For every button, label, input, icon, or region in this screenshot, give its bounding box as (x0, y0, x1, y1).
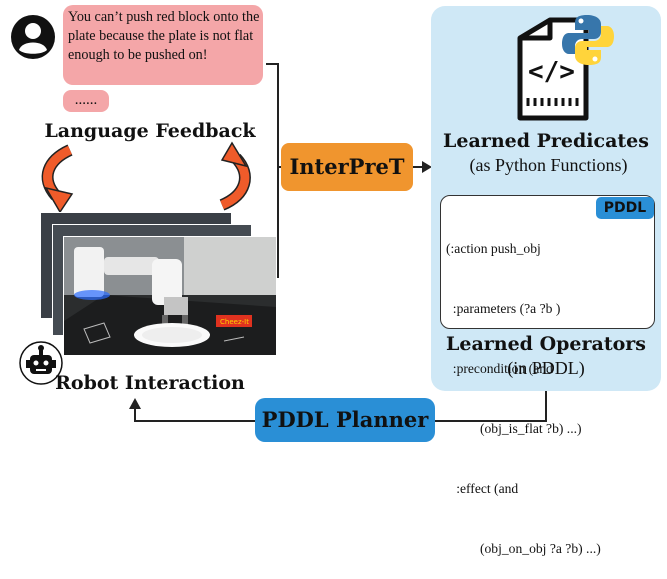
cycle-arrow-icon-right (219, 141, 251, 211)
feedback-bubble (63, 5, 263, 85)
cycle-arrow-icon-left (41, 144, 74, 214)
user-icon (11, 15, 55, 59)
pddl-line: (obj_is_flat ?b) ...) (446, 421, 582, 436)
pddl-line: (:action push_obj (446, 241, 541, 256)
pddl-planner-box: PDDL Planner (255, 398, 435, 442)
connector-layer (41, 63, 547, 422)
cheez-it-label: Cheez-It (220, 318, 249, 326)
learned-predicates-subtitle: (as Python Functions) (469, 155, 628, 175)
feedback-message: You can’t push red block onto the plate … (68, 9, 260, 63)
python-logo-icon (562, 15, 614, 65)
language-feedback-title: Language Feedback (44, 120, 256, 142)
pddl-line: :effect (and (446, 481, 519, 496)
pddl-line: :parameters (?a ?b ) (446, 301, 561, 316)
robot-photo-front: Cheez-It (63, 236, 277, 356)
pddl-line: (obj_on_obj ?a ?b) ...) (446, 541, 601, 556)
learned-predicates-title: Learned Predicates (443, 130, 649, 152)
feedback-ellipsis-bubble: ...... (63, 90, 109, 112)
planner-arrowhead (129, 398, 141, 409)
robot-icon (19, 341, 63, 385)
planner-loop-line-right (435, 391, 547, 422)
planner-loop-line-left (134, 408, 255, 422)
interpret-box: InterPreT (281, 143, 413, 191)
learned-operators-title: Learned Operators (446, 333, 646, 355)
pddl-badge: PDDL (596, 197, 654, 219)
learned-operators-subtitle: (in PDDL) (507, 358, 585, 378)
pddl-line: :precondition (and (446, 361, 553, 376)
pddl-code: (:action push_obj :parameters (?a ?b ) :… (446, 199, 656, 579)
interpret-arrowhead (422, 161, 432, 173)
svg-text:</>: </> (528, 57, 575, 87)
robot-interaction-title: Robot Interaction (55, 372, 245, 394)
